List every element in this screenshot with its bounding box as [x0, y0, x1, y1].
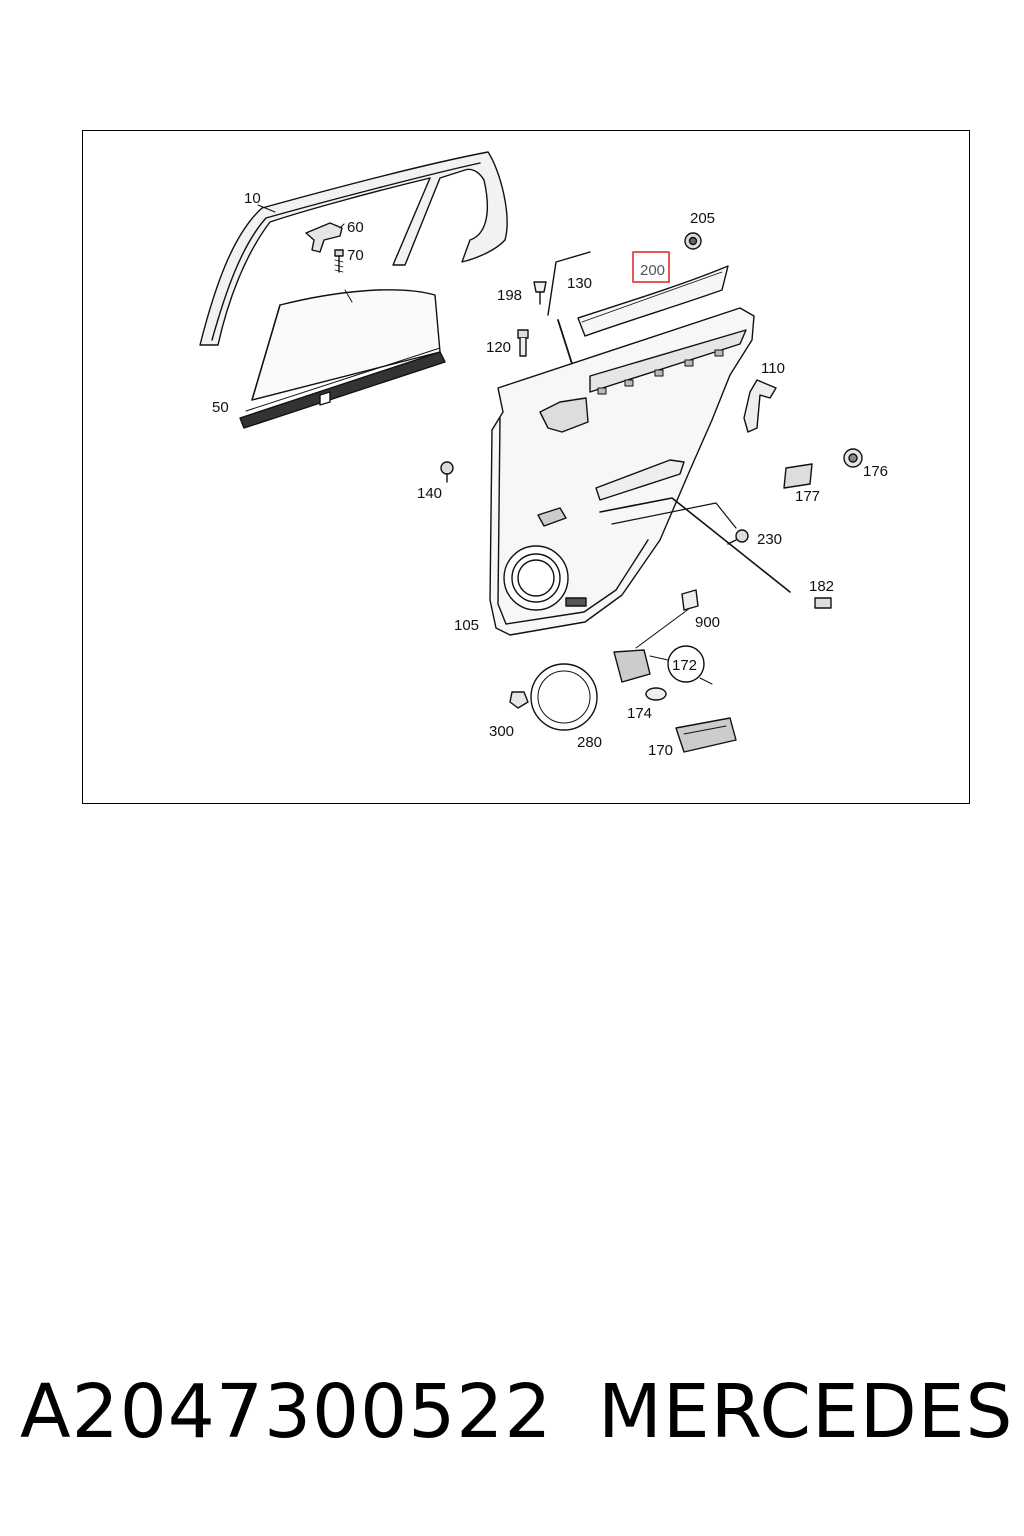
callout-110: 110 [761, 360, 785, 377]
callout-230: 230 [757, 531, 782, 548]
callout-200: 200 [640, 262, 665, 279]
callout-140: 140 [417, 485, 442, 502]
callout-120: 120 [486, 339, 511, 356]
brand-caption: MERCEDES [598, 1369, 1014, 1455]
callout-174: 174 [627, 705, 652, 722]
callout-280: 280 [577, 734, 602, 751]
part-174-bulb [645, 687, 667, 701]
part-70-screw [334, 249, 344, 273]
part-176-clip [843, 448, 863, 468]
part-198-clip [533, 281, 547, 305]
callout-10: 10 [244, 190, 261, 207]
part-230-screw [727, 529, 749, 545]
callout-900: 900 [695, 614, 720, 631]
callout-70: 70 [347, 247, 364, 264]
callout-170: 170 [648, 742, 673, 759]
part-number-caption: A2047300522 [20, 1369, 553, 1455]
part-177-handle-insert [783, 463, 813, 489]
callout-182: 182 [809, 578, 834, 595]
callout-300: 300 [489, 723, 514, 740]
highlight-box [632, 251, 670, 283]
part-50-sunshade [239, 289, 446, 429]
part-110-bracket [743, 379, 777, 433]
callout-205: 205 [690, 210, 715, 227]
part-900-connector [635, 589, 699, 649]
part-300-clip [509, 691, 529, 709]
callout-50: 50 [212, 399, 229, 416]
part-205-clip [684, 232, 702, 250]
callout-176: 176 [863, 463, 888, 480]
part-182-clip [814, 597, 832, 609]
part-105-door-panel [489, 307, 791, 636]
callout-172: 172 [672, 657, 697, 674]
part-200-trim-strip [577, 265, 729, 337]
part-280-speaker-grille [530, 663, 598, 731]
part-140-clip [440, 461, 454, 483]
callout-60: 60 [347, 219, 364, 236]
part-172-switch [613, 645, 713, 685]
part-170-light [675, 717, 737, 753]
callout-130: 130 [567, 275, 592, 292]
exploded-parts-diagram: 10 60 70 50 205 200 198 130 120 110 140 … [199, 151, 888, 759]
part-60-bracket [305, 222, 345, 253]
part-10-window-frame-trim [199, 151, 508, 346]
callout-198: 198 [497, 287, 522, 304]
callout-177: 177 [795, 488, 820, 505]
part-120-lock-knob [517, 329, 529, 357]
callout-105: 105 [454, 617, 479, 634]
